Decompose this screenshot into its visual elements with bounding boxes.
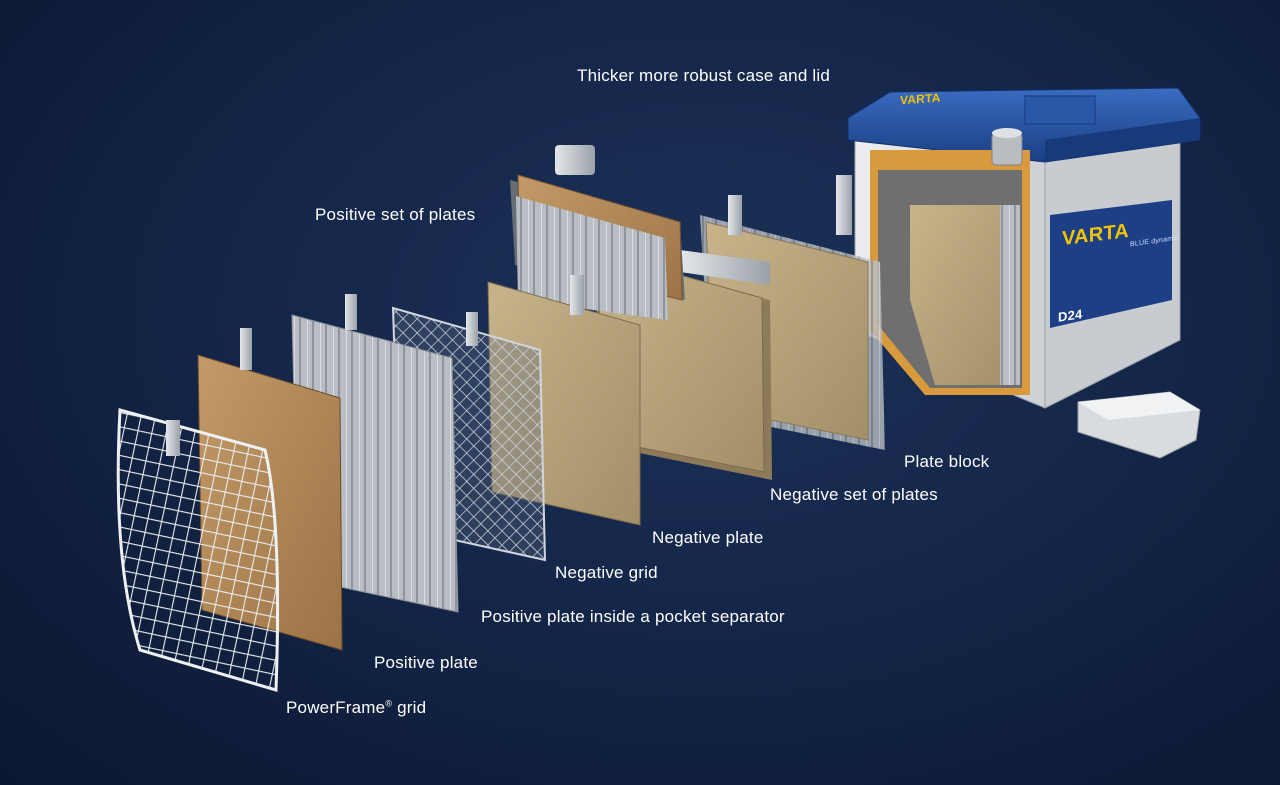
label-negative-set: Negative set of plates bbox=[770, 485, 938, 504]
label-powerframe-name: PowerFrame bbox=[286, 698, 386, 717]
battery-case bbox=[847, 87, 1201, 409]
label-case-and-lid: Thicker more robust case and lid bbox=[577, 66, 831, 85]
terminal-cover bbox=[1077, 391, 1201, 459]
powerframe-grid bbox=[116, 408, 280, 692]
lid-brand: VARTA bbox=[900, 90, 941, 108]
positive-set-of-plates bbox=[510, 145, 685, 320]
label-pocket-separator: Positive plate inside a pocket separator bbox=[481, 607, 785, 626]
label-powerframe-suffix: grid bbox=[392, 698, 427, 717]
label-powerframe-grid: PowerFrame® grid bbox=[286, 698, 426, 718]
label-plate-block: Plate block bbox=[904, 452, 990, 471]
label-negative-grid: Negative grid bbox=[555, 563, 658, 582]
label-negative-plate: Negative plate bbox=[652, 528, 764, 547]
registered-mark: ® bbox=[385, 698, 393, 709]
label-positive-plate: Positive plate bbox=[374, 653, 478, 672]
label-positive-set: Positive set of plates bbox=[315, 205, 476, 224]
